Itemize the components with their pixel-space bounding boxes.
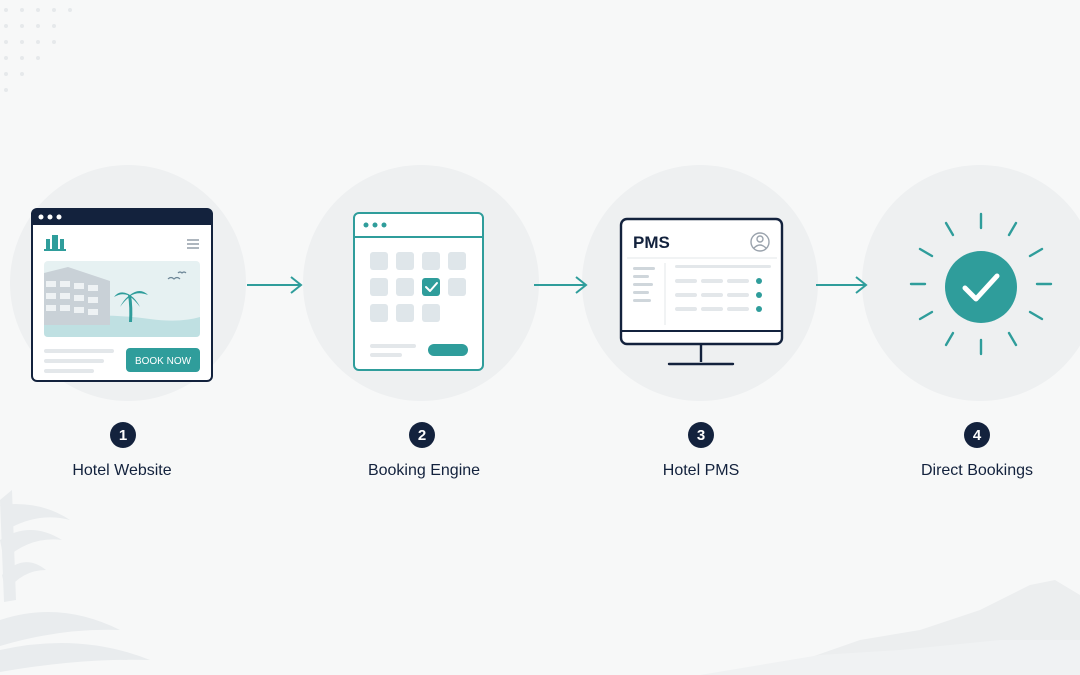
hotel-logo-icon (44, 235, 66, 251)
book-now-button[interactable] (126, 348, 200, 372)
step-2-label: Booking Engine (367, 462, 481, 479)
pms-title: PMS (633, 233, 670, 252)
mountain-silhouette-front (700, 640, 1080, 675)
palm-tree-icon (114, 291, 148, 322)
step-2-number-badge: 2 (409, 422, 435, 448)
menu-icon (187, 239, 199, 249)
calendar-icon (353, 212, 484, 371)
arrow-right-icon (816, 276, 868, 294)
step-3-label: Hotel PMS (662, 462, 740, 479)
selected-date (422, 278, 440, 296)
hotel-building (44, 267, 110, 325)
palm-silhouette (0, 490, 150, 672)
book-now-label: BOOK NOW (135, 356, 192, 367)
step-4-number-badge: 4 (964, 422, 990, 448)
dot-grid (4, 8, 72, 92)
checkmark-burst-icon (909, 212, 1053, 356)
arrow-right-icon (534, 276, 588, 294)
step-1-number-badge: 1 (110, 422, 136, 448)
step-3-number-badge: 3 (688, 422, 714, 448)
step-4-label: Direct Bookings (920, 462, 1034, 479)
arrow-right-icon (247, 276, 303, 294)
monitor-icon: PMS (619, 217, 784, 366)
step-1-label: Hotel Website (72, 462, 172, 479)
browser-window-icon: BOOK NOW (31, 208, 213, 382)
user-avatar-icon (750, 232, 770, 252)
